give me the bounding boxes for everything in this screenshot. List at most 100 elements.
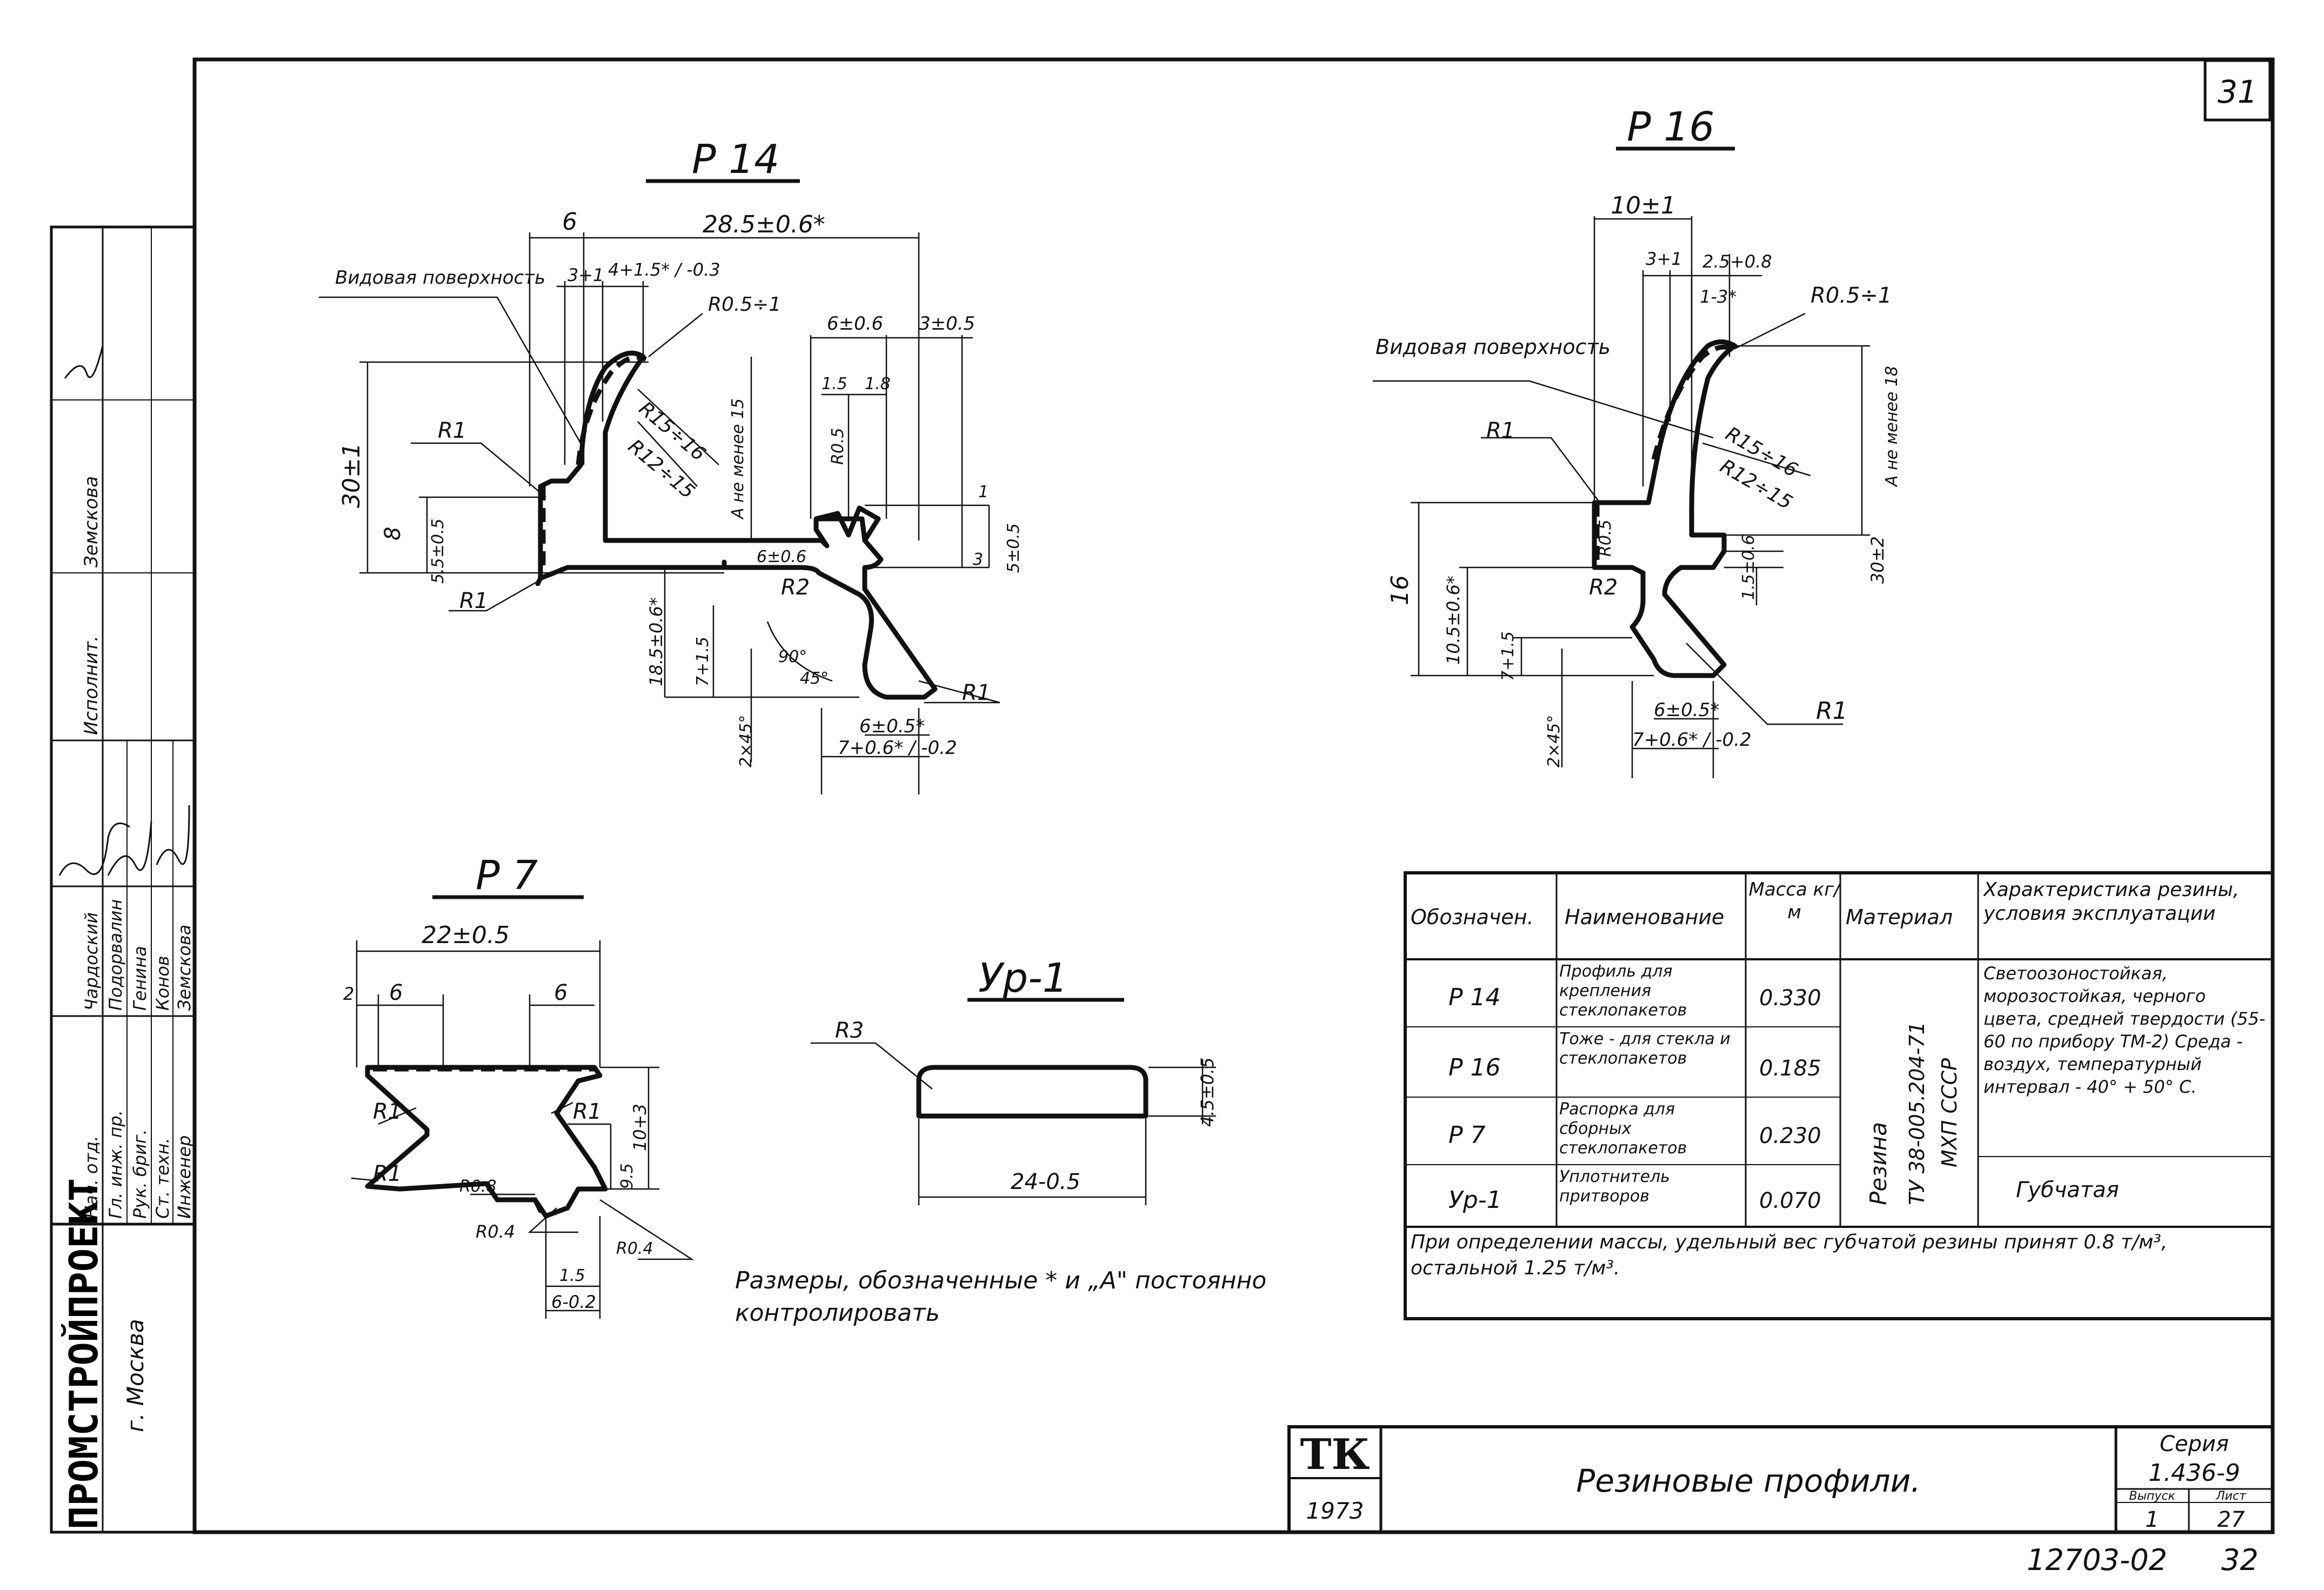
p14-r1a: R1 xyxy=(438,418,466,443)
p16-a-note: А не менее 18 xyxy=(1882,366,1901,487)
p14-dim-3c: 3 xyxy=(973,550,983,569)
p14-r05b: R0.5 xyxy=(829,427,847,465)
p16-r1b: R1 xyxy=(1816,697,1848,725)
p14-dim-6: 6 xyxy=(562,208,577,236)
list-label: Лист xyxy=(2215,1489,2247,1503)
spec-table: Обозначен. Наименование Масса кг/м Матер… xyxy=(1404,871,2274,1320)
title-block: ТК 1973 Резиновые профили. Серия 1.436-9… xyxy=(1287,1425,2274,1534)
p14-a90: 90° xyxy=(778,647,807,666)
ur1-r3: R3 xyxy=(835,1018,864,1043)
table-char-sponge: Губчатая xyxy=(2016,1178,2119,1202)
ur1-w24: 24-0.5 xyxy=(1011,1170,1080,1194)
p7-r1b: R1 xyxy=(573,1099,602,1124)
p16-h7: 7+1.5 xyxy=(1499,631,1518,681)
p16-r1: R1 xyxy=(1486,418,1515,443)
material-main: Резина xyxy=(1865,1122,1892,1205)
profile-ur1: Ур-1 R3 4.5±0.5 24-0.5 xyxy=(811,955,1218,1205)
p14-dim-18: 1.8 xyxy=(865,375,891,393)
tk-mark: ТК xyxy=(1300,1430,1370,1479)
p14-a45: 45° xyxy=(800,669,829,688)
p7-h95: 9.5 xyxy=(618,1163,637,1189)
profile-p14: Р 14 xyxy=(319,136,1023,794)
ur1-h45: 4.5±0.5 xyxy=(1197,1057,1218,1127)
table-row-code: Р 14 xyxy=(1448,984,1501,1011)
p16-c2x45: 2×45° xyxy=(1545,715,1564,767)
table-header-code: Обозначен. xyxy=(1411,905,1534,929)
p16-h15: 1.5±0.6 xyxy=(1739,535,1758,600)
table-row-name: Распорка для сборных стеклопакетов xyxy=(1559,1100,1687,1158)
p16-b6: 6±0.5* xyxy=(1654,699,1719,721)
p14-h8: 8 xyxy=(380,527,405,540)
material-spec-2: МХП СССР xyxy=(1938,1058,1961,1167)
org-stamp: ПРОМСТРОЙПРОЕКТ г. Москва Нач. отд. Гл. … xyxy=(50,225,196,1534)
p14-r05: R0.5÷1 xyxy=(708,293,781,316)
p7-r04a: R0.4 xyxy=(476,1221,515,1242)
p14-h185: 18.5±0.6* xyxy=(646,597,666,686)
p16-d13: 1-3* xyxy=(1700,286,1737,307)
archive-page: 32 xyxy=(2221,1543,2259,1577)
stamp-role-4: Ст. техн. xyxy=(152,1138,173,1219)
table-row-name: Профиль для крепления стеклопакетов xyxy=(1559,962,1687,1020)
table-header-mass: Масса кг/м xyxy=(1748,879,1840,923)
p16-top10: 10±1 xyxy=(1611,192,1676,219)
ur1-title: Ур-1 xyxy=(978,955,1068,1001)
p14-b6: 6±0.5* xyxy=(859,716,925,737)
note-text: Размеры, обозначенные * и „А" постоянно … xyxy=(735,1267,1267,1327)
table-header-material: Материал xyxy=(1846,905,1953,929)
p7-d15: 1.5 xyxy=(559,1266,585,1285)
profile-p7: Р 7 22±0.5 2 6 6 R1 R1 R1 10+3 xyxy=(343,852,694,1319)
p14-h5: 5±0.5 xyxy=(1004,523,1023,573)
p14-a-note: А не менее 15 xyxy=(729,398,747,520)
p16-b7: 7+0.6* / -0.2 xyxy=(1632,729,1752,751)
p16-title: Р 16 xyxy=(1627,104,1714,150)
p7-d6b: 6 xyxy=(554,980,567,1005)
p16-r2: R2 xyxy=(1589,575,1618,600)
org-city: г. Москва xyxy=(122,1319,149,1432)
list-value: 27 xyxy=(2218,1507,2245,1532)
title-year: 1973 xyxy=(1306,1498,1364,1524)
stamp-role-2: Гл. инж. пр. xyxy=(105,1110,126,1219)
p14-h30: 30±1 xyxy=(338,443,365,508)
p14-dim-28: 28.5±0.6* xyxy=(703,211,825,238)
p16-h30: 30±2 xyxy=(1867,536,1888,584)
signature-scribble xyxy=(58,822,130,876)
p14-visible-surface-label: Видовая поверхность xyxy=(335,267,545,289)
issue-value: 1 xyxy=(2145,1507,2159,1532)
p7-h10: 10+3 xyxy=(630,1104,650,1151)
table-row-name: Тоже - для стекла и стеклопакетов xyxy=(1559,1030,1731,1068)
p7-title: Р 7 xyxy=(476,852,538,899)
sheet-number: 31 xyxy=(2218,74,2258,110)
stamp-role-1: Нач. отд. xyxy=(81,1136,102,1219)
table-row-code: Ур-1 xyxy=(1448,1186,1502,1214)
p7-d6a: 6 xyxy=(389,980,403,1005)
signature-scribble xyxy=(107,821,152,876)
org-name: ПРОМСТРОЙПРОЕКТ xyxy=(61,1178,106,1529)
p7-r1a: R1 xyxy=(373,1099,402,1124)
stamp-executor-label: Исполнит. xyxy=(81,636,102,735)
p14-h55: 5.5±0.5 xyxy=(429,518,448,584)
table-row-code: Р 16 xyxy=(1448,1054,1501,1081)
issue-label: Выпуск xyxy=(2129,1489,2175,1503)
p16-h105: 10.5±0.6* xyxy=(1443,576,1464,665)
p14-dim-6b: 6±0.6 xyxy=(757,547,806,566)
p16-visible-surface-label: Видовая поверхность xyxy=(1375,335,1611,359)
p14-c2x45: 2×45° xyxy=(737,715,756,767)
stamp-name-1: Чардоский xyxy=(81,912,102,1011)
stamp-executor-name: Земскова xyxy=(81,476,102,567)
series-value: 1.436-9 xyxy=(2148,1459,2240,1487)
p14-dim-15: 1.5 xyxy=(822,375,847,393)
p14-title: Р 14 xyxy=(692,136,779,183)
p14-h7: 7+1.5 xyxy=(693,637,712,686)
sheet-title: Резиновые профили. xyxy=(1576,1462,1920,1499)
material-spec: ТУ 38-005.204-71 xyxy=(1905,1021,1929,1205)
stamp-role-5: Инженер xyxy=(174,1135,195,1219)
table-row-mass: 0.330 xyxy=(1759,986,1821,1011)
signature-scribble xyxy=(156,805,190,865)
p14-r1b: R1 xyxy=(459,589,488,613)
table-characteristics: Светоозоностойкая, морозостойкая, черног… xyxy=(1984,963,2266,1097)
table-header-name: Наименование xyxy=(1565,905,1724,929)
table-header-characteristics: Характеристика резины, условия эксплуата… xyxy=(1984,879,2240,925)
p14-r1c: R1 xyxy=(962,680,991,705)
table-row-name: Уплотнитель притворов xyxy=(1559,1167,1670,1206)
